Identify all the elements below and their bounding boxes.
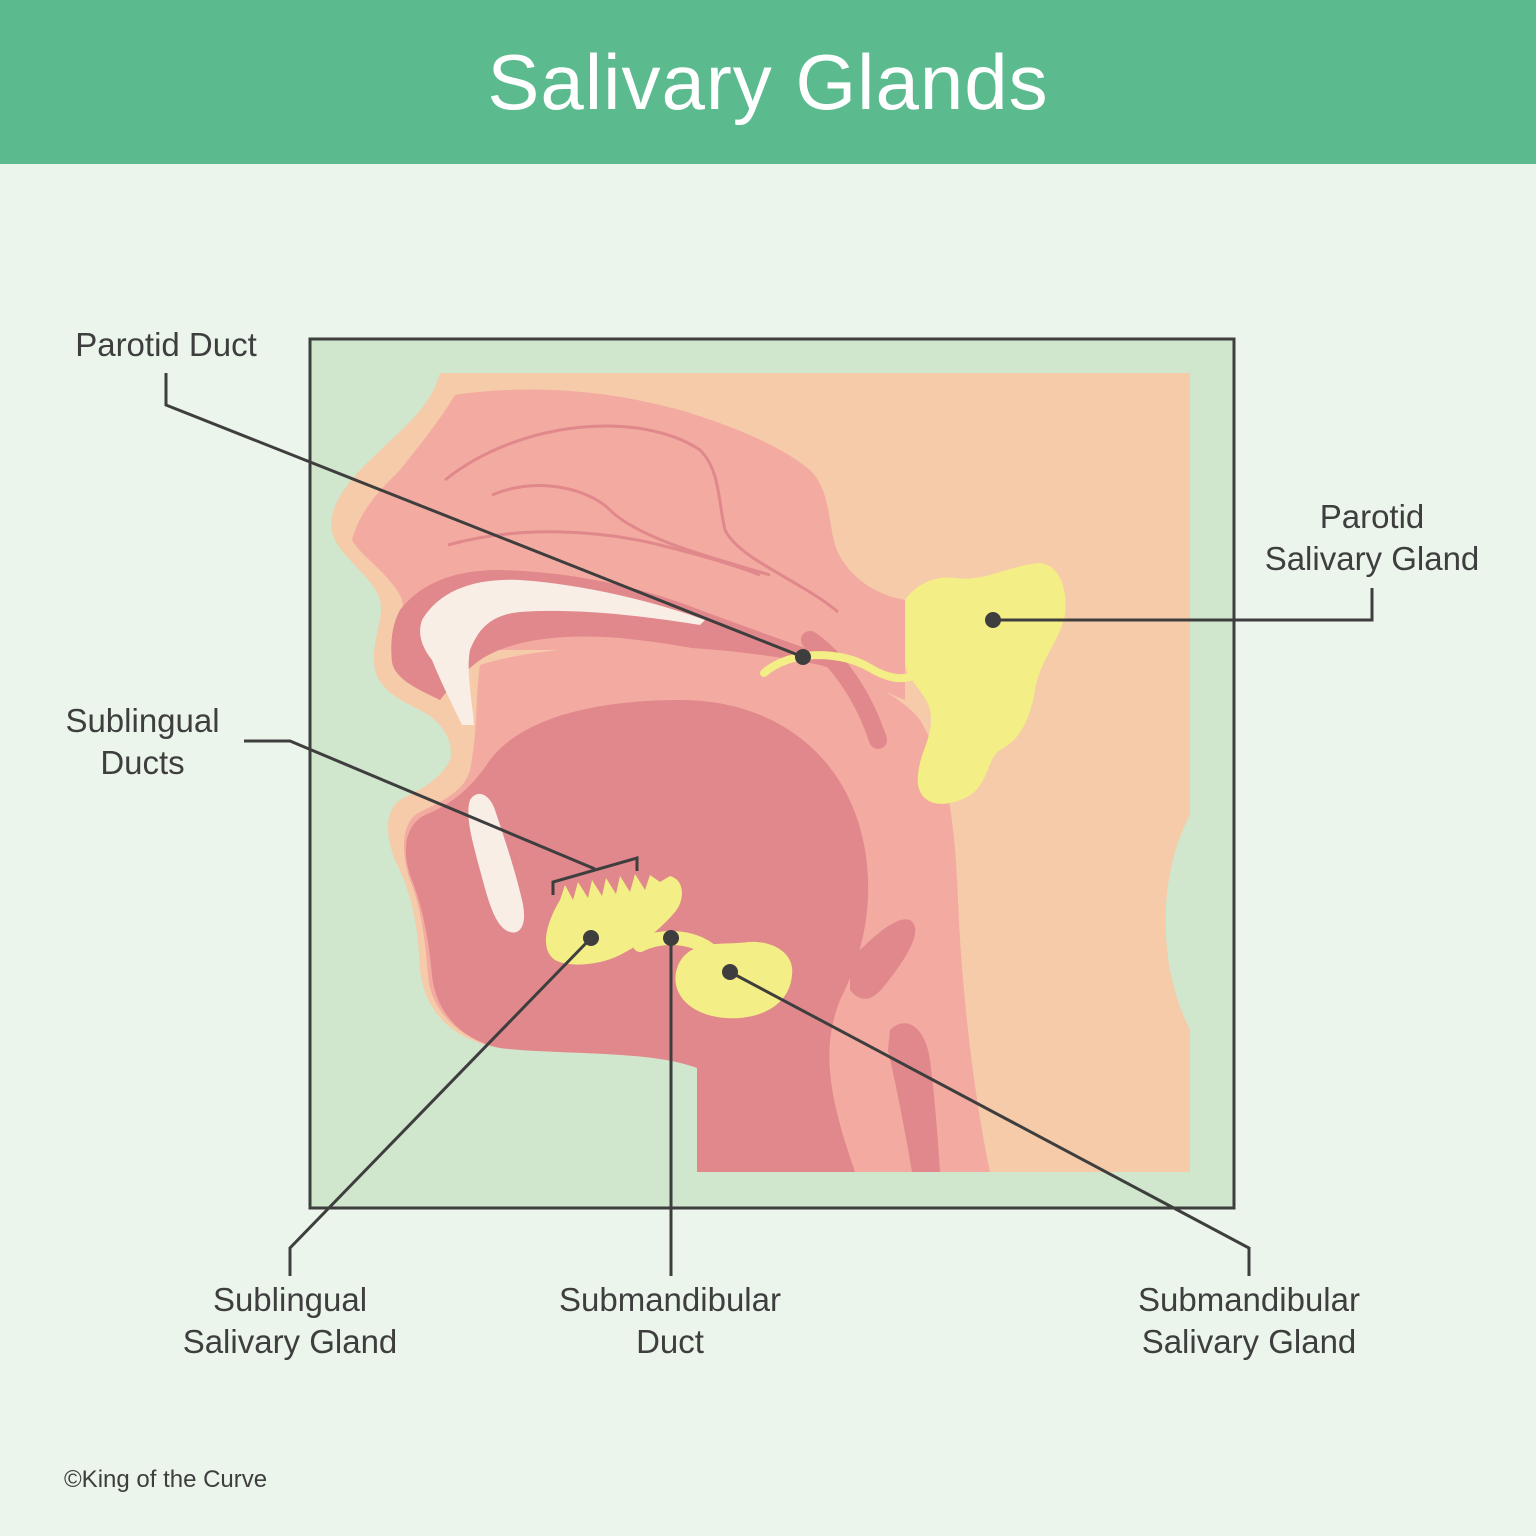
parotid-duct-shape: [760, 651, 919, 683]
page-title: Salivary Glands: [487, 37, 1049, 126]
label-sublingual-ducts-line1: Sublingual: [65, 702, 220, 739]
leader-parotid-gland: [993, 588, 1374, 622]
label-submandibular-gland-line2: Salivary Gland: [1141, 1323, 1357, 1360]
label-parotid-gland-line1: Parotid: [1319, 498, 1425, 535]
turbinate-lines: [444, 424, 839, 614]
label-sublingual-ducts: Sublingual Ducts: [40, 700, 245, 784]
dot-submandibular-gland: [722, 964, 738, 980]
leader-sublingual-gland: [288, 936, 593, 1276]
label-submandibular-gland-line1: Submandibular: [1138, 1281, 1360, 1318]
label-submandibular-gland: Submandibular Salivary Gland: [1119, 1279, 1379, 1363]
label-sublingual-gland: Sublingual Salivary Gland: [160, 1279, 420, 1363]
label-parotid-duct: Parotid Duct: [40, 324, 292, 366]
title-banner: Salivary Glands: [0, 0, 1536, 164]
leader-submandibular-gland: [729, 970, 1251, 1276]
soft-palate: [801, 631, 887, 749]
sublingual-ducts-bracket: [551, 856, 639, 895]
hard-palate-bone: [420, 579, 705, 725]
label-parotid-gland: Parotid Salivary Gland: [1252, 496, 1492, 580]
label-sublingual-gland-line1: Sublingual: [212, 1281, 368, 1318]
label-parotid-gland-line2: Salivary Gland: [1264, 540, 1480, 577]
label-submandibular-duct-line2: Duct: [636, 1323, 704, 1360]
label-parotid-duct-text: Parotid Duct: [75, 326, 257, 363]
dot-sublingual-gland: [583, 930, 599, 946]
dot-parotid-duct: [795, 649, 811, 665]
lower-incisor: [468, 793, 525, 933]
label-submandibular-duct: Submandibular Duct: [540, 1279, 800, 1363]
pointer-dots: [583, 612, 1001, 980]
dot-parotid-gland: [985, 612, 1001, 628]
sublingual-gland-shape: [545, 874, 682, 965]
leader-sublingual-ducts: [244, 739, 596, 871]
leader-parotid-duct: [164, 373, 804, 659]
submandibular-gland-shape: [675, 941, 793, 1019]
epiglottis: [850, 919, 916, 999]
dot-submandibular-duct: [663, 930, 679, 946]
trachea: [888, 1023, 940, 1172]
label-submandibular-duct-line1: Submandibular: [559, 1281, 781, 1318]
label-sublingual-gland-line2: Salivary Gland: [182, 1323, 398, 1360]
leader-lines: [164, 373, 1374, 1276]
parotid-gland-shape: [905, 563, 1066, 804]
label-sublingual-ducts-line2: Ducts: [100, 744, 185, 781]
copyright: ©King of the Curve: [64, 1466, 268, 1493]
